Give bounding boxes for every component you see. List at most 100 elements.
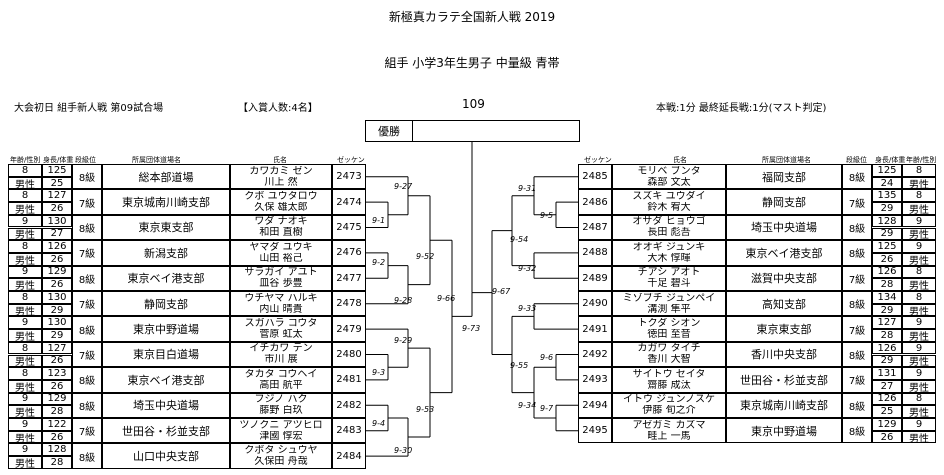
player-weight: 29 — [42, 329, 72, 342]
player-kanji: 香川 大智 — [647, 354, 691, 366]
player-number: 2480 — [332, 341, 366, 368]
player-kanji: 藤野 白玖 — [259, 405, 303, 417]
player-kanji: 長田 彪吾 — [647, 227, 691, 239]
player-name: カワカミ ゼン川上 然 — [230, 164, 332, 190]
player-number: 2488 — [578, 240, 612, 266]
player-kana: ヤマダ ユウキ — [249, 241, 313, 253]
player-kana: フジノ ハク — [254, 394, 308, 406]
player-name: アゼガミ カズマ畦上 一馬 — [612, 418, 726, 444]
player-kana: ウチヤマ ハルキ — [244, 292, 318, 304]
player-kanji: 山田 裕己 — [259, 252, 303, 264]
match-label: 9-5 — [540, 210, 554, 220]
match-label: 9-29 — [394, 336, 413, 346]
player-dojo: 東京目白道場 — [102, 341, 230, 368]
event-title: 新極真カラテ全国新人戦 2019 — [388, 10, 556, 24]
header-age-left: 年齢/性別 — [10, 156, 41, 164]
player-dojo: 滋賀中央支部 — [726, 265, 842, 291]
player-age: 8 — [8, 367, 42, 380]
player-kana: カワカミ ゼン — [249, 165, 313, 177]
player-kana: スズキ ユウダイ — [632, 191, 706, 203]
player-number: 2477 — [332, 265, 366, 291]
player-height: 130 — [42, 214, 72, 228]
match-label: 9-34 — [518, 400, 537, 410]
player-kanji: 伊藤 旬之介 — [642, 405, 696, 417]
player-weight: 25 — [872, 405, 902, 418]
player-dojo: 東京東支部 — [726, 316, 842, 342]
player-name: ウチヤマ ハルキ内山 晴貴 — [230, 291, 332, 317]
player-height: 129 — [42, 392, 72, 406]
player-name: サイトウ セイタ齋藤 成汰 — [612, 367, 726, 393]
match-label: 9-54 — [510, 234, 529, 244]
player-age: 9 — [8, 265, 42, 279]
player-weight: 26 — [872, 252, 902, 266]
match-label: 9-30 — [394, 446, 413, 456]
header-hw-right: 身長/体重 — [875, 156, 906, 164]
player-age: 9 — [902, 316, 936, 330]
player-number: 2476 — [332, 240, 366, 266]
match-label: 9-31 — [518, 183, 537, 193]
player-age: 8 — [8, 240, 42, 253]
player-height: 126 — [42, 240, 72, 253]
player-gender: 男性 — [8, 405, 42, 418]
player-kanji: 高田 航平 — [259, 379, 303, 391]
player-kana: ワダ ナオキ — [254, 216, 308, 228]
player-dojo: 香川中央支部 — [726, 341, 842, 368]
player-age: 8 — [8, 164, 42, 177]
player-gender: 男性 — [8, 303, 42, 317]
player-number: 2478 — [332, 291, 366, 317]
winners-count: 【入賞人数:4名】 — [238, 103, 318, 114]
player-kanji: 鈴木 宥大 — [647, 202, 691, 214]
player-kana: オサダ ヒョウゴ — [632, 216, 706, 228]
match-label: 9-1 — [372, 215, 386, 225]
player-height: 127 — [872, 316, 902, 330]
player-gender: 男性 — [8, 252, 42, 266]
match-label: 9-32 — [518, 263, 537, 273]
player-weight: 28 — [42, 456, 72, 469]
player-gender: 男性 — [902, 227, 936, 241]
player-name: オサダ ヒョウゴ長田 彪吾 — [612, 214, 726, 241]
player-kana: ミゾブチ ジュンペイ — [622, 292, 716, 304]
player-name: チアシ アオト千足 碧斗 — [612, 265, 726, 291]
player-name: フジノ ハク藤野 白玖 — [230, 392, 332, 418]
player-kanji: 皿谷 歩豊 — [259, 278, 303, 290]
player-name: タカタ コウヘイ高田 航平 — [230, 367, 332, 393]
player-gender: 男性 — [8, 430, 42, 444]
player-kanji: 畦上 一馬 — [647, 430, 691, 442]
player-gender: 男性 — [8, 329, 42, 342]
player-weight: 26 — [42, 202, 72, 215]
player-number: 2490 — [578, 291, 612, 317]
player-name: クボ ユウタロウ久保 雄太郎 — [230, 189, 332, 215]
player-name: イトウ ジュンノスケ伊藤 旬之介 — [612, 392, 726, 418]
player-dojo: 山口中央支部 — [102, 443, 230, 469]
player-kanji: 和田 直樹 — [259, 227, 303, 239]
player-number: 2489 — [578, 265, 612, 291]
header-rank-right: 段級位 — [846, 156, 867, 164]
player-age: 8 — [8, 341, 42, 355]
player-gender: 男性 — [8, 379, 42, 393]
player-dojo: 新潟支部 — [102, 240, 230, 266]
match-label: 9-55 — [510, 360, 529, 370]
player-number: 2484 — [332, 443, 366, 469]
player-kana: イトウ ジュンノスケ — [623, 394, 715, 406]
player-rank: 7級 — [72, 341, 102, 368]
player-rank: 8級 — [72, 164, 102, 190]
player-rank: 8級 — [842, 418, 872, 444]
match-label: 9-73 — [462, 324, 481, 334]
player-age: 8 — [8, 291, 42, 304]
match-label: 9-2 — [372, 257, 386, 267]
player-rank: 8級 — [72, 367, 102, 393]
player-weight: 26 — [42, 430, 72, 444]
header-dojo-left: 所属団体道場名 — [132, 156, 181, 164]
player-name: スガハラ コウタ菅原 虹太 — [230, 316, 332, 342]
header-dojo-right: 所属団体道場名 — [762, 156, 811, 164]
player-dojo: 東京東支部 — [102, 214, 230, 241]
player-number: 2473 — [332, 164, 366, 190]
player-gender: 男性 — [902, 354, 936, 368]
player-kanji: 千足 碧斗 — [647, 278, 691, 290]
player-gender: 男性 — [902, 278, 936, 291]
player-height: 128 — [42, 443, 72, 457]
match-label: 9-33 — [518, 304, 537, 314]
player-age: 9 — [8, 392, 42, 406]
player-height: 127 — [42, 341, 72, 355]
player-weight: 29 — [872, 354, 902, 368]
